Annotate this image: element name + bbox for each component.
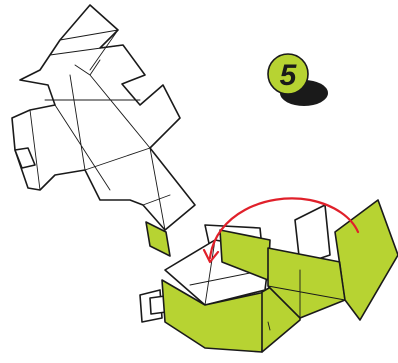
panel-far-right bbox=[334, 199, 398, 321]
curved-arrow-icon bbox=[202, 197, 360, 264]
panel-creases bbox=[267, 261, 346, 321]
green-panels bbox=[145, 199, 398, 353]
net-outline bbox=[11, 4, 196, 231]
fold-arrow-path bbox=[208, 197, 360, 260]
fold-arrow-head bbox=[202, 248, 220, 264]
unfolded-net bbox=[11, 4, 196, 231]
panel-small-left bbox=[145, 221, 171, 257]
step-number: 5 bbox=[280, 59, 298, 92]
net-tab-left bbox=[14, 147, 36, 169]
net-fold-lines bbox=[29, 29, 171, 231]
panel-slot-mark bbox=[267, 321, 271, 331]
panel-top-right bbox=[267, 247, 346, 319]
step-number-badge: 5 bbox=[267, 53, 328, 106]
box-right-inner-wall bbox=[294, 204, 331, 266]
badge-circle bbox=[267, 53, 309, 95]
